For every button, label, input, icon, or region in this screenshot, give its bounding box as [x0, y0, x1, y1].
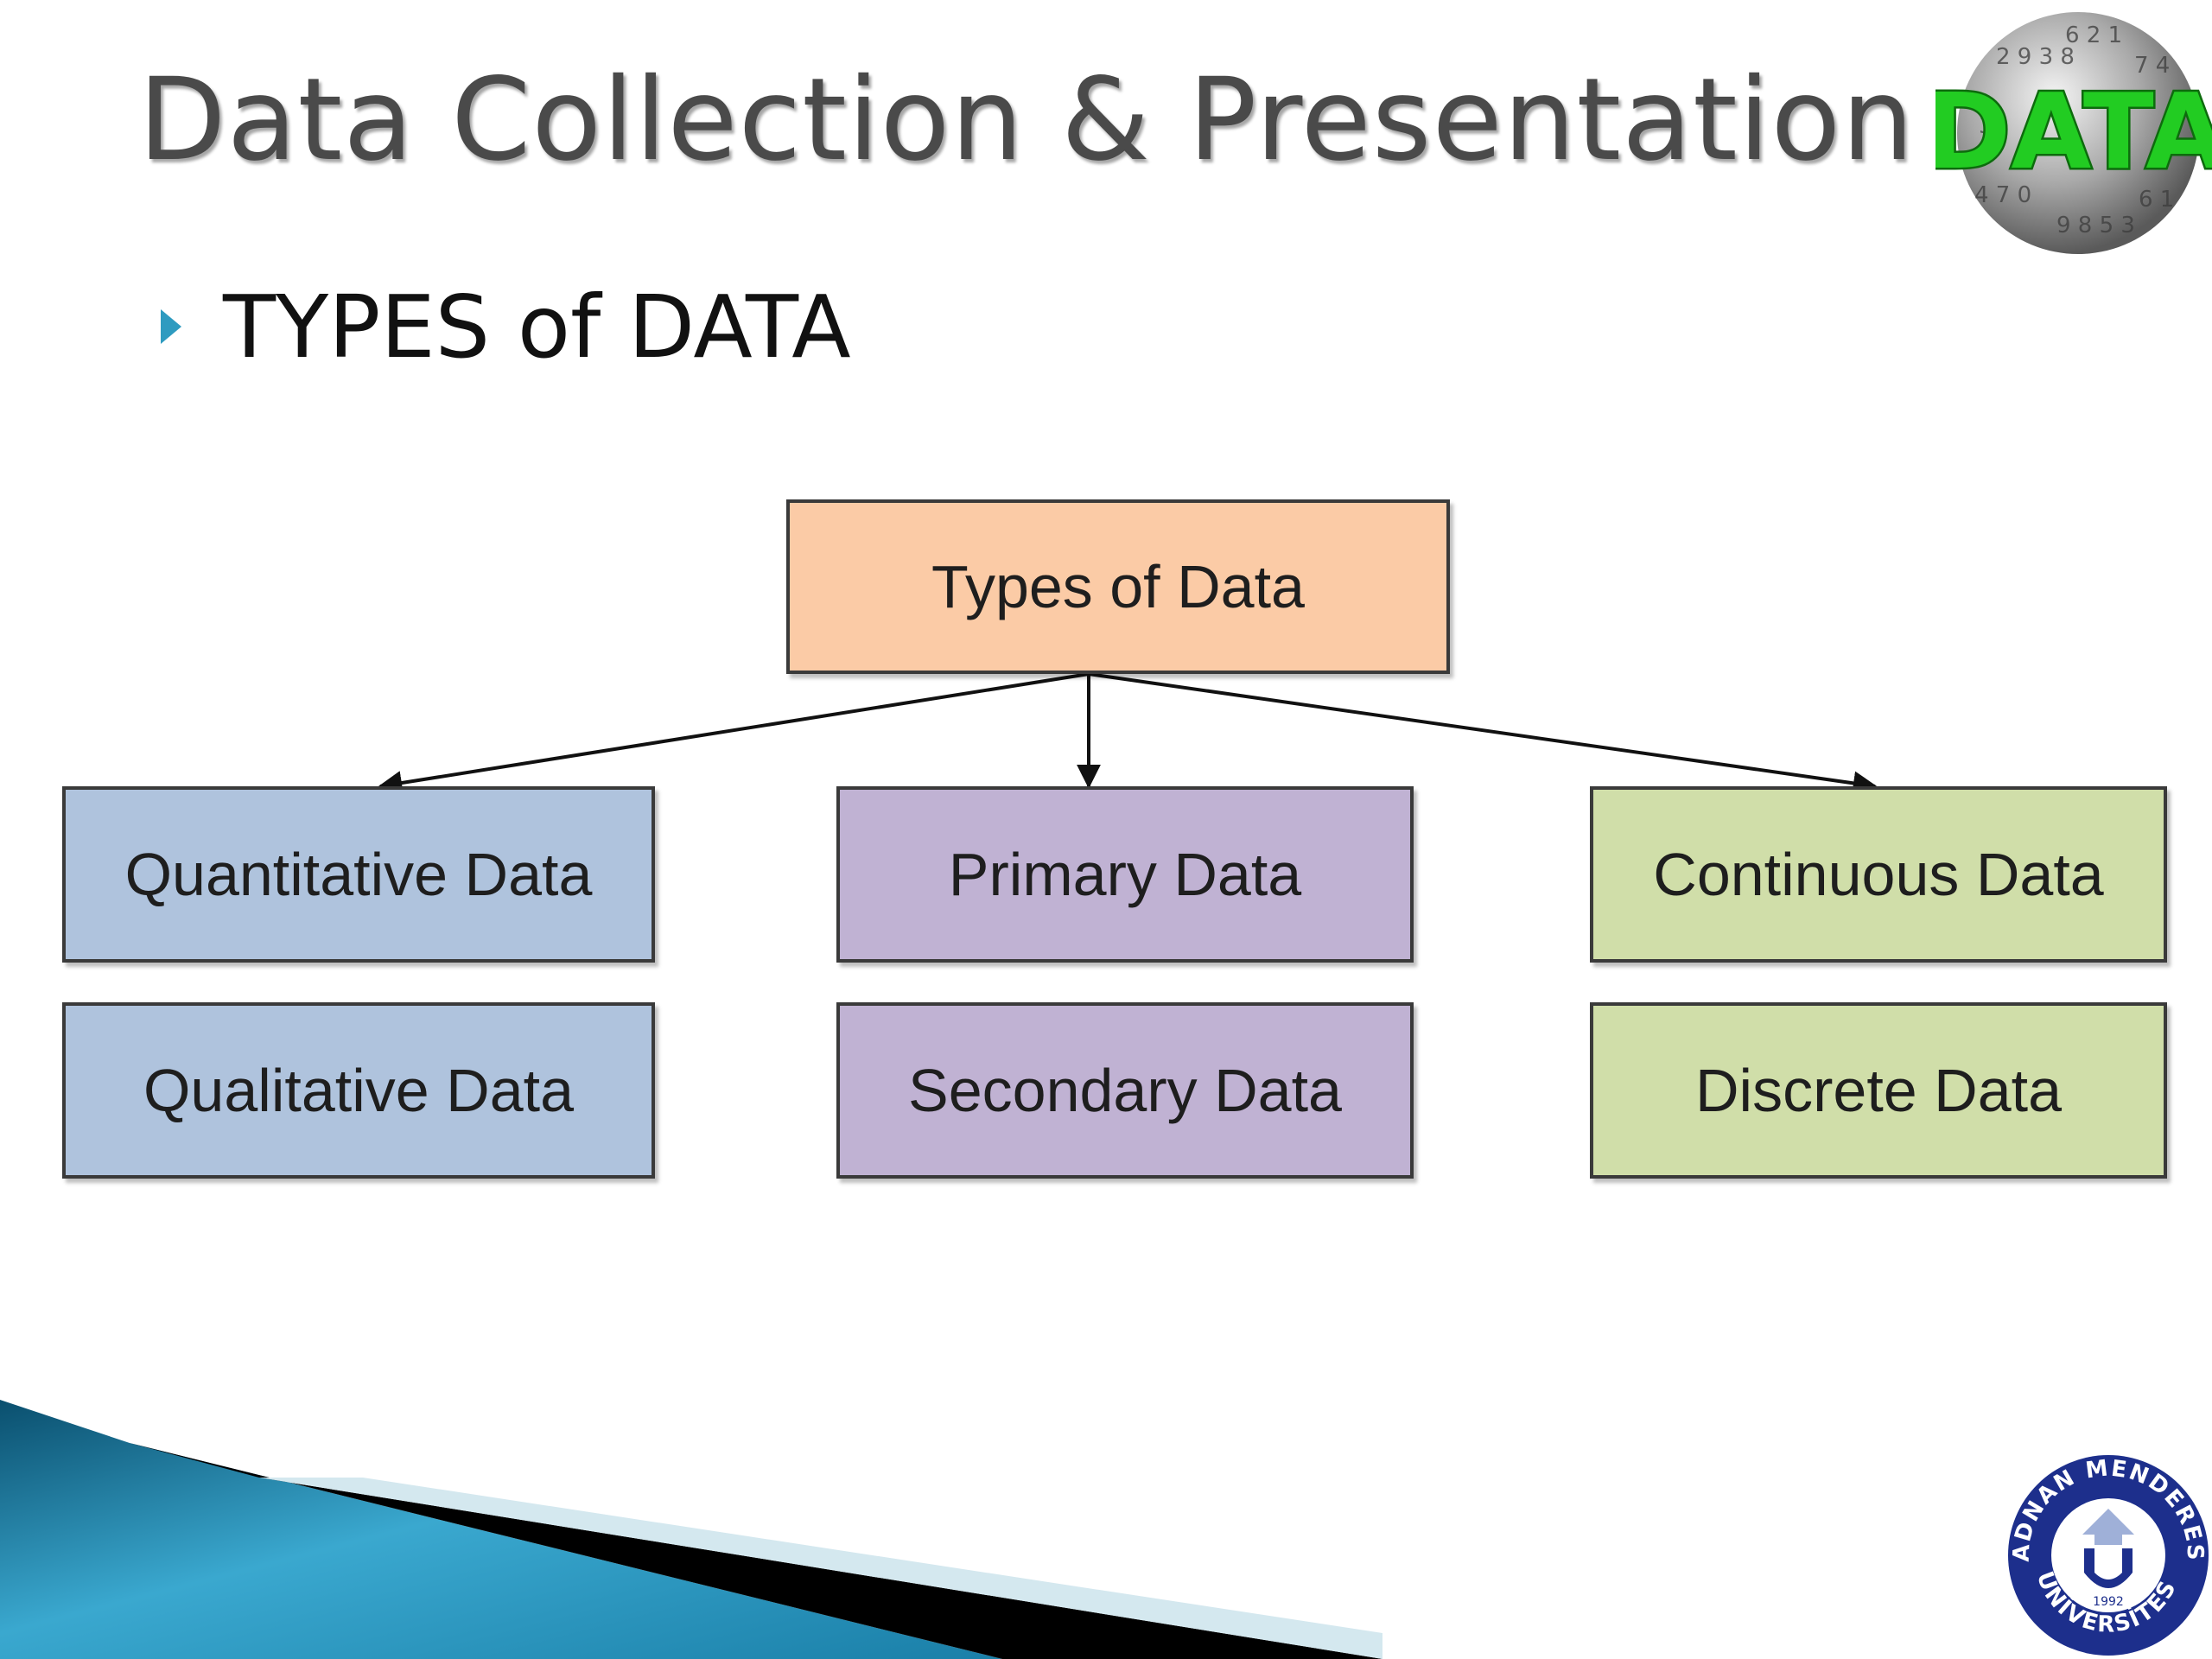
node-qualitative-data: Qualitative Data: [62, 1002, 655, 1179]
svg-text:9 8 5 3: 9 8 5 3: [2056, 213, 2135, 238]
node-quantitative-data: Quantitative Data: [62, 786, 655, 963]
svg-text:3: 3: [1979, 113, 1993, 139]
node-secondary-data: Secondary Data: [836, 1002, 1414, 1179]
svg-text:2 9 3 8: 2 9 3 8: [1996, 44, 2075, 70]
bullet-triangle-icon: [161, 309, 181, 344]
corner-swoosh-decoration: [0, 1400, 1382, 1659]
svg-text:1992: 1992: [2093, 1595, 2124, 1609]
svg-text:6 2 1: 6 2 1: [2065, 22, 2122, 48]
node-types-of-data: Types of Data: [786, 499, 1450, 674]
svg-text:6 1: 6 1: [2139, 187, 2174, 213]
data-sphere-logo: 2 9 3 8 6 2 1 4 7 0 9 8 5 3 6 1 7 4 3 DA…: [1936, 12, 2212, 254]
bullet-item: TYPES of DATA: [161, 275, 851, 378]
data-logo-text: DATA: [1936, 73, 2212, 193]
node-continuous-data: Continuous Data: [1590, 786, 2167, 963]
node-discrete-data: Discrete Data: [1590, 1002, 2167, 1179]
slide-title: Data Collection & Presentation: [138, 54, 1915, 187]
node-primary-data: Primary Data: [836, 786, 1414, 963]
university-seal-logo: ADNAN MENDERES ÜNİVERSİTESİ 1992: [2005, 1452, 2209, 1656]
bullet-text: TYPES of DATA: [223, 276, 851, 378]
arrow-root-to-continuous: [1088, 672, 1878, 796]
arrow-root-to-quantitative: [378, 672, 1090, 795]
svg-text:4 7 0: 4 7 0: [1974, 182, 2031, 208]
svg-text:7 4: 7 4: [2134, 53, 2170, 79]
